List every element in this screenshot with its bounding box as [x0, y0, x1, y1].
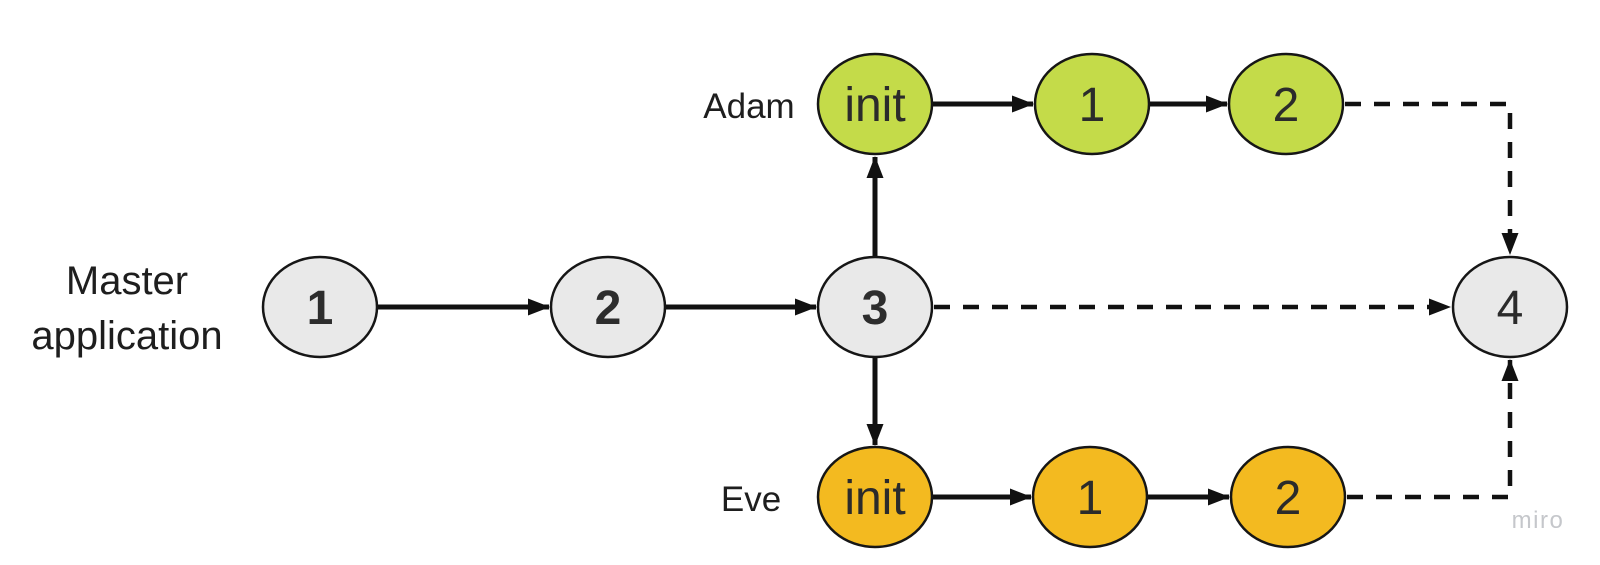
commit-node-eve-1: 1	[1031, 445, 1149, 549]
commit-circle-adam-init	[816, 52, 934, 156]
adam-branch-nodes: init 1 2	[816, 52, 1345, 156]
labels: Master application Adam Eve miro	[31, 87, 1565, 534]
commit-node-master-2: 2	[549, 255, 667, 359]
commit-label-eve-init: init	[844, 472, 905, 525]
adam-branch-label: Adam	[703, 87, 794, 126]
edge-dashed-adam-2-to-master-4	[1345, 101, 1519, 255]
commit-node-master-4: 4	[1451, 255, 1569, 359]
commit-circle-master-3	[816, 255, 934, 359]
commit-circle-eve-1	[1031, 445, 1149, 549]
commit-label-master-4: 4	[1497, 282, 1524, 335]
master-branch-nodes: 1 2 3 4	[261, 255, 1569, 359]
commit-label-eve-1: 1	[1077, 472, 1104, 525]
commit-label-adam-2: 2	[1273, 79, 1300, 132]
master-label-line2: application	[31, 314, 222, 358]
commit-circle-eve-2	[1229, 445, 1347, 549]
commit-circle-master-4	[1451, 255, 1569, 359]
commit-circle-master-2	[549, 255, 667, 359]
commit-node-eve-init: init	[816, 445, 934, 549]
commit-node-adam-init: init	[816, 52, 934, 156]
commit-label-master-3: 3	[862, 282, 889, 335]
edge-dashed-eve-2-to-master-4	[1347, 359, 1519, 500]
commit-circle-adam-2	[1227, 52, 1345, 156]
dashed-edges	[934, 101, 1519, 500]
commit-circle-adam-1	[1033, 52, 1151, 156]
eve-branch-label: Eve	[721, 480, 781, 519]
commit-node-eve-2: 2	[1229, 445, 1347, 549]
commit-label-eve-2: 2	[1275, 472, 1302, 525]
commit-label-adam-init: init	[844, 79, 905, 132]
commit-node-master-1: 1	[261, 255, 379, 359]
commit-circle-master-1	[261, 255, 379, 359]
commit-circle-eve-init	[816, 445, 934, 549]
commit-label-adam-1: 1	[1079, 79, 1106, 132]
commit-node-adam-1: 1	[1033, 52, 1151, 156]
commit-node-adam-2: 2	[1227, 52, 1345, 156]
master-label-line1: Master	[66, 259, 188, 303]
solid-edges	[378, 95, 1230, 506]
commit-label-master-2: 2	[595, 282, 622, 335]
commit-node-master-3: 3	[816, 255, 934, 359]
commit-label-master-1: 1	[307, 282, 334, 335]
miro-watermark-logo: miro	[1512, 507, 1565, 534]
eve-branch-nodes: init 1 2	[816, 445, 1347, 549]
